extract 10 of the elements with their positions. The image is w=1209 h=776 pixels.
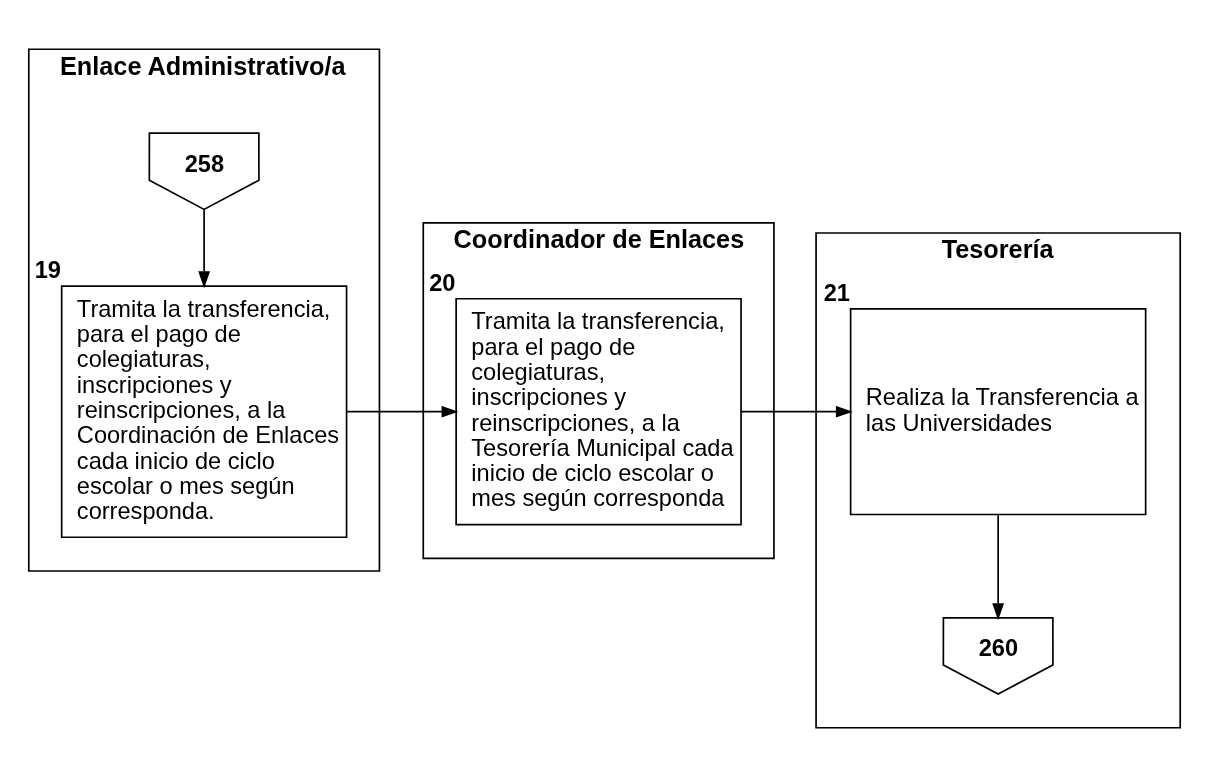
- arrow: [992, 513, 1005, 620]
- arrow: [740, 405, 853, 418]
- node-box: Realiza la Transferencia a las Universidades: [849, 307, 1147, 515]
- arrow: [345, 405, 459, 418]
- arrow: [198, 208, 211, 288]
- node-label: 20: [429, 269, 456, 296]
- node-label: 19: [34, 256, 61, 283]
- node-box: Tramita la transferencia, para el pago de colegiaturas, inscripciones y reinscripciones, a la Coordinación de Enlaces cada inicio de ciclo escolar o mes según corresponda.: [60, 284, 348, 538]
- node-box: Tramita la transferencia, para el pago de colegiaturas, inscripciones y reinscripciones, a la Tesorería Municipal cada inicio de ciclo escolar o mes según corresponda: [455, 297, 742, 525]
- node-label: 21: [823, 279, 850, 306]
